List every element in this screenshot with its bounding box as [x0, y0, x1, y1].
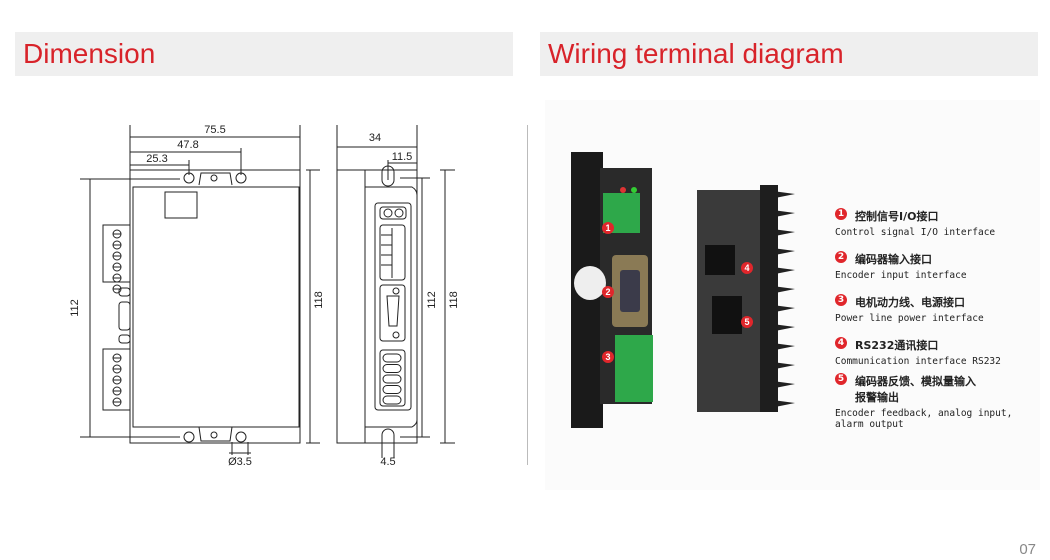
photo-marker-label: 4 [744, 263, 749, 273]
legend-item: 4 RS232通讯接口 Communication interface RS232 [835, 337, 1001, 367]
dimension-heading: Dimension [15, 32, 513, 76]
legend-item: 5 编码器反馈、模拟量输入 报警输出 Encoder feedback, analo… [835, 373, 1012, 430]
legend-title-zh: 编码器反馈、模拟量输入 报警输出 [855, 375, 976, 404]
legend-title-zh: 控制信号I/O接口 [855, 210, 939, 223]
legend-item: 3 电机动力线、电源接口 Power line power interface [835, 294, 984, 324]
wiring-heading: Wiring terminal diagram [540, 32, 1038, 76]
photo-marker-4 [741, 262, 753, 274]
legend-number: 2 [835, 251, 847, 263]
driver-side-photo [697, 185, 795, 412]
photo-marker-5 [741, 316, 753, 328]
legend-title-en: Power line power interface [835, 313, 984, 324]
driver-front-photo [571, 152, 653, 428]
legend-item: 2 编码器输入接口 Encoder input interface [835, 251, 967, 281]
legend-title-zh: 电机动力线、电源接口 [855, 296, 965, 309]
photo-marker-label: 1 [605, 223, 610, 233]
legend-title-en: Encoder feedback, analog input, alarm ou… [835, 408, 1013, 430]
photo-marker-label: 2 [605, 287, 610, 297]
photo-marker-label: 3 [605, 352, 610, 362]
page-number: 07 [1019, 541, 1036, 558]
legend-title-zh: RS232通讯接口 [855, 339, 939, 352]
legend-item: 1 控制信号I/O接口 Control signal I/O interface [835, 208, 995, 238]
legend-number: 5 [835, 373, 847, 385]
photo-marker-3 [602, 351, 614, 363]
legend-number: 4 [835, 337, 847, 349]
legend-title-zh: 编码器输入接口 [855, 253, 932, 266]
photo-marker-label: 5 [744, 317, 749, 327]
divider [527, 125, 528, 465]
photo-marker-2 [602, 286, 614, 298]
legend-number: 3 [835, 294, 847, 306]
legend-title-en: Encoder input interface [835, 270, 967, 281]
legend-title-en: Communication interface RS232 [835, 356, 1001, 367]
legend-title-en: Control signal I/O interface [835, 227, 996, 238]
legend-number: 1 [835, 208, 847, 220]
photo-marker-1 [602, 222, 614, 234]
